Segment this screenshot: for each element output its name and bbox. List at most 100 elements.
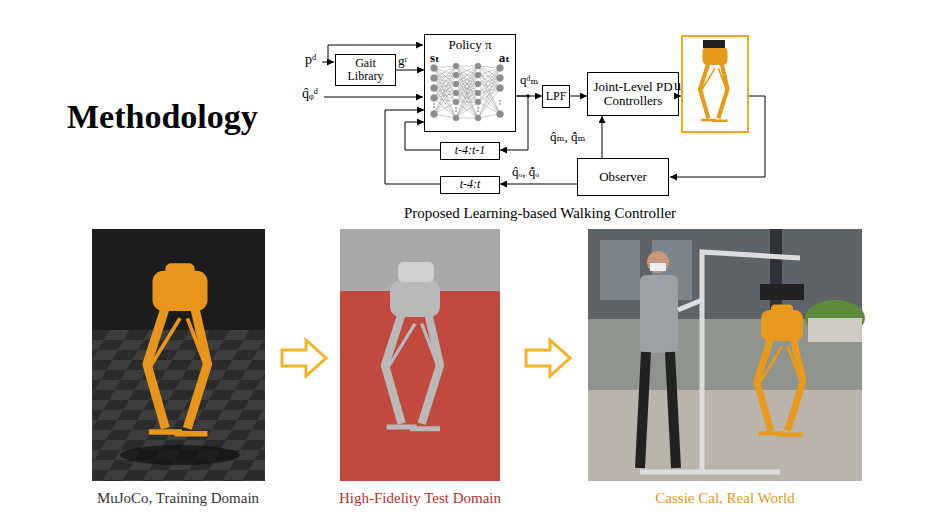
real-world-photo [588,229,862,481]
slide-title: Methodology [67,98,258,136]
nn-link [478,66,500,114]
real-world-photo [588,229,865,481]
robot-figure [703,40,725,48]
neural-network [431,65,438,72]
edge-label: q̂ₘ, q̇̂ₘ [549,130,586,144]
image-caption: High-Fidelity Test Domain [339,490,501,507]
diagram-caption: Proposed Learning-based Walking Controll… [404,205,676,222]
neural-network [453,63,459,69]
neural-network [499,100,501,102]
nn-link [478,78,500,118]
mujoco-image [92,330,265,481]
nn-link [456,75,478,102]
neural-network [475,63,481,69]
neural-network [497,65,504,72]
nn-link [456,66,478,118]
edge-label: q̂ₒ, q̇̂ₒ [511,165,540,179]
nn-link [456,75,478,118]
mujoco-image [92,229,265,481]
neural-network [453,81,459,87]
mujoco-image [92,229,265,481]
neural-network [431,63,504,121]
robot-figure [682,36,748,132]
real-world-photo [640,470,780,475]
neural-network [475,99,481,105]
real-world-photo [640,275,678,353]
neural-network [475,81,481,87]
real-world-photo [760,284,804,300]
flow-arrow [282,340,326,376]
nn-link [434,66,456,114]
box-text: Joint-Level PD Controllers [588,80,678,109]
real-world-photo [600,240,640,300]
process-box: Observer [577,158,669,196]
test-domain-image [340,229,500,291]
nn-link [456,75,478,102]
image-caption: MuJoCo, Training Domain [97,490,259,507]
neural-network [497,111,504,118]
neural-network [453,90,459,96]
neural-network [497,85,504,92]
edge-label: gʳ [397,54,408,68]
process-box: t-4:t-1 [440,142,500,160]
box-text: sₜ [430,51,440,65]
image-caption: Cassie Cal, Real World [655,490,794,507]
nn-link [478,68,500,118]
edge-label: qᵈₘ [519,73,540,87]
signal-arrow [602,116,603,158]
neural-network [433,106,435,108]
nn-link [434,102,456,114]
real-world-photo [757,305,803,435]
test-domain-image [340,229,500,481]
box-text: t-4:t [460,178,481,191]
neural-network [475,115,481,121]
nn-link [456,84,478,102]
neural-network [431,85,438,92]
robot-figure [682,36,748,132]
neural-network [499,103,501,105]
neural-network [431,75,438,82]
test-domain-image [385,274,440,429]
process-box: LPF [542,85,570,108]
nn-link [456,93,478,118]
neural-network [455,107,457,109]
real-world-photo [647,251,669,273]
signal-arrow [396,70,424,71]
signal-label: pᵈ [305,52,316,68]
neural-network [475,72,481,78]
signal-arrow [385,110,440,184]
real-world-photo [650,263,666,271]
nn-link [456,66,478,67]
signal-wires [324,97,423,98]
nn-link [456,102,478,103]
nn-link [434,93,456,114]
nn-link [456,84,478,102]
process-box: t-4:t [440,176,500,194]
nn-link [456,84,478,118]
process-box: Policy πsₜaₜ [424,34,516,132]
neural-network [475,90,481,96]
nn-link [478,78,500,93]
neural-network [433,103,435,105]
nn-link [456,66,478,118]
real-world-photo [808,318,862,342]
nn-link [478,88,500,102]
robot-figure [700,43,728,121]
test-domain-image [398,262,434,282]
nn-link [434,75,456,114]
box-text: t-4:t-1 [455,144,486,157]
real-world-photo [640,352,676,468]
nn-link [434,66,456,98]
neural-network [434,66,500,118]
neural-network [477,107,479,109]
neural-network [455,110,457,112]
mujoco-image [120,445,240,465]
nn-link [478,68,500,102]
nn-link [456,102,478,118]
signal-arrow [500,96,528,150]
box-text: LPF [546,90,567,103]
neural-network [433,100,501,112]
signal-arrow [570,96,587,97]
real-world-photo [678,300,702,310]
